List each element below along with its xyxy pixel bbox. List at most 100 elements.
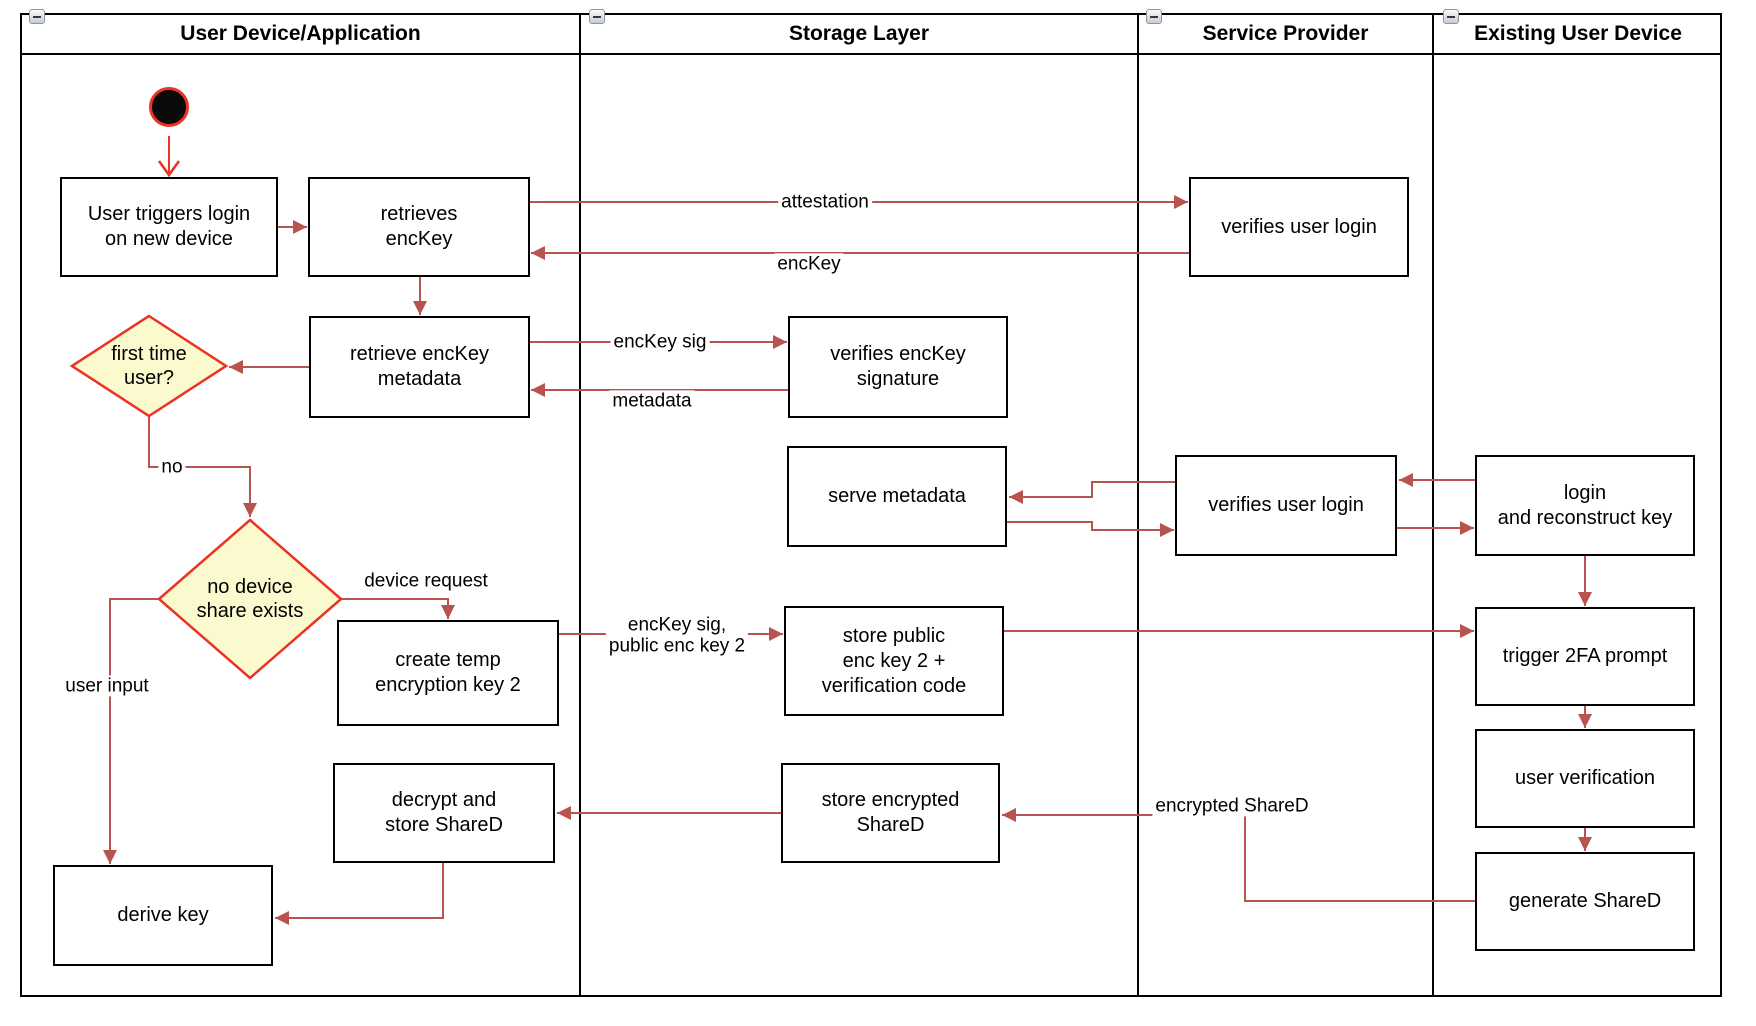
no-branch-segment <box>148 417 150 468</box>
encrypted-shared-flow-arrowhead <box>1002 808 1016 822</box>
no-device-share-decision[interactable]: no device share exists <box>157 518 343 680</box>
enckey-sig-flow-arrowhead <box>773 335 787 349</box>
collapse-minus-icon[interactable] <box>1146 9 1162 24</box>
storeencrypted-to-decrypt-arrowhead <box>557 806 571 820</box>
collapse-minus-icon[interactable] <box>1443 9 1459 24</box>
verifies-user-login-1[interactable]: verifies user login <box>1189 177 1409 277</box>
encrypted-shared-flow-label: encrypted ShareD <box>1152 795 1312 817</box>
serve-metadata-to-vul2-arrowhead <box>1160 523 1174 537</box>
lane-header-storage-layer[interactable]: Storage Layer <box>581 15 1137 53</box>
store-public-enc-key-2[interactable]: store public enc key 2 + verification co… <box>784 606 1004 716</box>
first-time-user-decision-label: first time user? <box>111 343 187 389</box>
verifies-user-login-2[interactable]: verifies user login <box>1175 455 1397 556</box>
verification-to-generate-arrowhead <box>1578 837 1592 851</box>
verifies-enckey-signature[interactable]: verifies encKey signature <box>788 316 1008 418</box>
trigger-2fa-prompt[interactable]: trigger 2FA prompt <box>1475 607 1695 706</box>
user-triggers-login[interactable]: User triggers login on new device <box>60 177 278 277</box>
login-and-reconstruct-key-label: login and reconstruct key <box>1497 481 1673 529</box>
device-request-flow-segment <box>342 598 449 600</box>
serve-metadata-to-vul2-segment <box>1006 521 1093 523</box>
user-input-flow-label: user input <box>62 675 152 697</box>
verifies-user-login-2-label: verifies user login <box>1208 494 1364 516</box>
storepublic-to-2fa-segment <box>1003 630 1474 632</box>
store-encrypted-shared-label: store encrypted ShareD <box>821 789 960 836</box>
decrypt-and-store-shared-label: decrypt and store ShareD <box>385 789 503 836</box>
metadata-to-firsttime-arrowhead <box>229 360 243 374</box>
user-input-flow-arrowhead <box>103 850 117 864</box>
attestation-flow-label: attestation <box>778 191 872 213</box>
storeencrypted-to-decrypt-segment <box>557 812 782 814</box>
serve-metadata-label: serve metadata <box>828 485 966 507</box>
store-encrypted-shared[interactable]: store encrypted ShareD <box>781 763 1000 863</box>
enckey-return-flow-segment <box>531 252 1190 254</box>
serve-metadata-to-vul2-segment <box>1091 521 1093 531</box>
enckey-return-flow-arrowhead <box>531 246 545 260</box>
retrieves-to-metadata-segment <box>419 276 421 315</box>
retrieves-enckey-label: retrieves encKey <box>380 203 458 250</box>
lane-divider-3 <box>1432 13 1434 997</box>
lane-header-existing-user-device[interactable]: Existing User Device <box>1434 15 1722 53</box>
vul2-to-serve-metadata-segment <box>1091 481 1176 483</box>
start-to-user-triggers-open-arrowhead <box>157 160 181 178</box>
metadata-return-flow-label: metadata <box>609 390 695 412</box>
user-input-flow-segment <box>109 598 158 600</box>
header-divider <box>20 53 1722 55</box>
storepublic-to-2fa-arrowhead <box>1460 624 1474 638</box>
trigger-2fa-prompt-label: trigger 2FA prompt <box>1502 645 1668 667</box>
retrieve-enckey-metadata-label: retrieve encKey metadata <box>350 343 489 390</box>
metadata-to-firsttime-segment <box>229 366 310 368</box>
encrypted-shared-flow-segment <box>1244 900 1476 902</box>
derive-key-label: derive key <box>117 904 209 926</box>
lane-header-user-device[interactable]: User Device/Application <box>22 15 579 53</box>
no-branch-segment <box>249 466 251 517</box>
lane-title-storage-layer: Storage Layer <box>788 22 930 45</box>
no-branch-label: no <box>158 456 186 478</box>
decrypt-to-derive-arrowhead <box>275 911 289 925</box>
start-node[interactable] <box>149 87 189 127</box>
user-verification[interactable]: user verification <box>1475 729 1695 828</box>
user-input-flow-segment <box>109 598 111 864</box>
enckey-return-flow-label: encKey <box>774 253 844 275</box>
verifies-user-login-1-label: verifies user login <box>1221 215 1377 238</box>
enckey-sig-flow-label: encKey sig <box>610 331 710 353</box>
user-triggers-login-label: User triggers login on new device <box>87 203 251 250</box>
retrieves-to-metadata-arrowhead <box>413 301 427 315</box>
retrieve-enckey-metadata[interactable]: retrieve encKey metadata <box>309 316 530 418</box>
lane-divider-1 <box>579 13 581 997</box>
login-to-2fa-arrowhead <box>1578 592 1592 606</box>
encrypted-shared-flow-segment <box>1244 814 1246 902</box>
decrypt-and-store-shared[interactable]: decrypt and store ShareD <box>333 763 555 863</box>
enckey-sig-pubkey2-flow-label: encKey sig, public enc key 2 <box>605 614 749 658</box>
retrieves-enckey[interactable]: retrieves encKey <box>308 177 530 277</box>
user-triggers-to-retrieves-segment <box>277 226 307 228</box>
vul2-to-serve-metadata-arrowhead <box>1009 490 1023 504</box>
lane-header-service-provider[interactable]: Service Provider <box>1139 15 1432 53</box>
derive-key[interactable]: derive key <box>53 865 273 966</box>
lane-title-existing-user-device: Existing User Device <box>1474 22 1682 45</box>
login-to-vul2-arrowhead <box>1399 473 1413 487</box>
decrypt-to-derive-segment <box>275 917 444 919</box>
generate-shared[interactable]: generate ShareD <box>1475 852 1695 951</box>
create-temp-encryption-key-2[interactable]: create temp encryption key 2 <box>337 620 559 726</box>
collapse-minus-icon[interactable] <box>589 9 605 24</box>
diagram-frame <box>20 13 1722 997</box>
start-to-user-triggers-segment <box>168 136 170 176</box>
login-and-reconstruct-key[interactable]: login and reconstruct key <box>1475 455 1695 556</box>
user-verification-label: user verification <box>1514 767 1656 789</box>
metadata-return-flow-arrowhead <box>531 383 545 397</box>
first-time-user-decision[interactable]: first time user? <box>70 314 228 418</box>
no-branch-arrowhead <box>243 503 257 517</box>
lane-divider-2 <box>1137 13 1139 997</box>
lane-title-service-provider: Service Provider <box>1202 22 1369 45</box>
serve-metadata[interactable]: serve metadata <box>787 446 1007 547</box>
no-branch-segment <box>148 466 251 468</box>
user-triggers-to-retrieves-arrowhead <box>293 220 307 234</box>
store-public-enc-key-2-label: store public enc key 2 + verification co… <box>821 624 967 697</box>
login-to-vul2-segment <box>1399 479 1476 481</box>
metadata-return-flow-segment <box>531 389 789 391</box>
encrypted-shared-flow-segment <box>1002 814 1246 816</box>
device-request-flow-label: device request <box>361 570 491 592</box>
lane-title-user-device: User Device/Application <box>180 22 421 45</box>
collapse-minus-icon[interactable] <box>29 9 45 24</box>
attestation-flow-arrowhead <box>1174 195 1188 209</box>
